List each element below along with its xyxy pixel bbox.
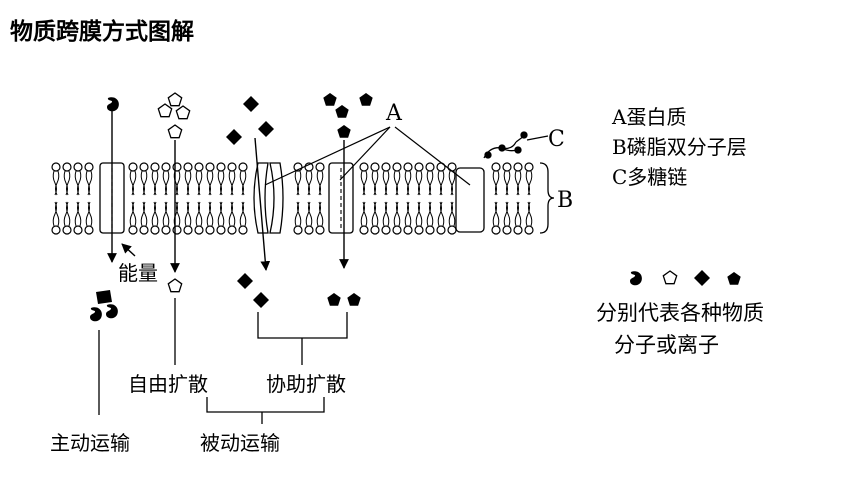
membrane-proteins xyxy=(99,162,485,234)
peripheral-protein xyxy=(455,167,485,233)
label-passive-transport: 被动运输 xyxy=(200,431,280,455)
legend-item-bilayer: B磷脂双分子层 xyxy=(612,135,747,159)
phospholipid-top xyxy=(524,162,534,196)
phospholipid-top xyxy=(315,162,325,196)
phospholipid-bottom xyxy=(392,201,402,235)
phospholipid-bottom xyxy=(414,201,424,235)
phospholipid-bottom xyxy=(370,201,380,235)
phospholipid-bottom xyxy=(172,201,182,235)
legend-symbols xyxy=(630,270,741,286)
phospholipid-top xyxy=(150,162,160,196)
phospholipid-bottom xyxy=(216,201,226,235)
phospholipid-bottom xyxy=(425,201,435,235)
channel-protein xyxy=(253,162,269,234)
phospholipid-top xyxy=(205,162,215,196)
phospholipid-top xyxy=(183,162,193,196)
classification-lines xyxy=(98,298,348,424)
phospholipid-top xyxy=(128,162,138,196)
phospholipid-bottom xyxy=(150,201,160,235)
phospholipid-top xyxy=(502,162,512,196)
transport-arrows xyxy=(107,108,349,273)
label-energy: 能量 xyxy=(118,261,158,285)
legend-item-polysaccharide: C多糖链 xyxy=(612,165,687,189)
molecules-outside xyxy=(107,92,373,145)
phospholipid-bottom xyxy=(84,201,94,235)
phospholipid-top xyxy=(62,162,72,196)
molecules-inside xyxy=(90,273,361,322)
phospholipid-top xyxy=(238,162,248,196)
label-a-pointers xyxy=(264,126,471,186)
label-c: C xyxy=(548,127,565,152)
phospholipid-top xyxy=(227,162,237,196)
phospholipid-bottom xyxy=(447,201,457,235)
phospholipid-bottom xyxy=(128,201,138,235)
phospholipid-top xyxy=(194,162,204,196)
phospholipid-top xyxy=(447,162,457,196)
phospholipid-bottom xyxy=(524,201,534,235)
phospholipid-bottom xyxy=(238,201,248,235)
phospholipid-bottom xyxy=(227,201,237,235)
phospholipid-bottom xyxy=(194,201,204,235)
polysaccharide-chain xyxy=(483,131,549,159)
label-facilitated-diffusion: 协助扩散 xyxy=(266,372,346,396)
phospholipid-top xyxy=(403,162,413,196)
phospholipid-bottom xyxy=(205,201,215,235)
phospholipid-bottom xyxy=(315,201,325,235)
label-a: A xyxy=(385,101,403,126)
phospholipid-top xyxy=(436,162,446,196)
phospholipid-top xyxy=(513,162,523,196)
bilayer-bracket xyxy=(539,162,555,234)
phospholipid-bottom xyxy=(436,201,446,235)
phospholipid-bottom xyxy=(183,201,193,235)
phospholipid-top xyxy=(392,162,402,196)
phospholipid-top xyxy=(370,162,380,196)
phospholipid-bottom xyxy=(513,201,523,235)
phospholipid-top xyxy=(304,162,314,196)
page-title: 物质跨膜方式图解 xyxy=(10,19,194,45)
phospholipid-bottom xyxy=(304,201,314,235)
phospholipid-bottom xyxy=(502,201,512,235)
phospholipid-bottom xyxy=(381,201,391,235)
legend-caption-line1: 分别代表各种物质 xyxy=(596,301,764,325)
phospholipid-bottom xyxy=(403,201,413,235)
legend-caption-line2: 分子或离子 xyxy=(614,333,719,357)
legend-item-protein: A蛋白质 xyxy=(611,105,686,129)
phospholipid-top xyxy=(84,162,94,196)
phospholipid-top xyxy=(359,162,369,196)
phospholipid-bottom xyxy=(491,201,501,235)
phospholipid-top xyxy=(414,162,424,196)
phospholipid-bottom xyxy=(62,201,72,235)
phospholipid-bottom xyxy=(293,201,303,235)
phospholipid-top xyxy=(172,162,182,196)
label-simple-diffusion: 自由扩散 xyxy=(128,372,208,396)
phospholipid-bottom xyxy=(359,201,369,235)
phospholipid-top xyxy=(491,162,501,196)
phospholipid-bottom xyxy=(73,201,83,235)
phospholipid-bottom xyxy=(51,201,61,235)
phospholipid-top xyxy=(425,162,435,196)
ion-bean-symbol xyxy=(107,97,119,112)
phospholipid-top xyxy=(51,162,61,196)
phospholipid-top xyxy=(381,162,391,196)
phospholipid-bottom xyxy=(161,201,171,235)
phospholipid-bottom xyxy=(139,201,149,235)
phospholipid-top xyxy=(139,162,149,196)
phospholipid-top xyxy=(73,162,83,196)
phospholipid-top xyxy=(161,162,171,196)
label-active-transport: 主动运输 xyxy=(50,431,130,455)
phospholipid-top xyxy=(216,162,226,196)
label-b: B xyxy=(557,188,573,213)
